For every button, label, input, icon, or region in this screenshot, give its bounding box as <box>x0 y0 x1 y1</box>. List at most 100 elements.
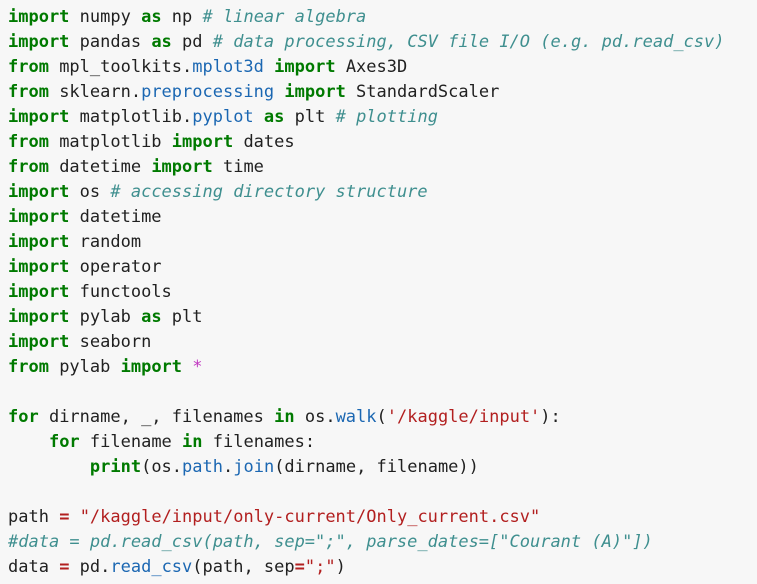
operator-token: = <box>294 557 305 577</box>
code-line: path = "/kaggle/input/only-current/Only_… <box>8 505 757 530</box>
code-line: import random <box>8 230 757 255</box>
attribute-token: path <box>182 457 223 477</box>
code-text: . <box>222 457 234 477</box>
keyword-token: import <box>8 207 70 227</box>
keyword-token: as <box>263 107 285 127</box>
keyword-token: in <box>274 407 295 427</box>
keyword-token: import <box>8 232 70 252</box>
code-text: ): <box>540 407 561 427</box>
keyword-token: in <box>182 432 203 452</box>
code-line: for dirname, _, filenames in os.walk('/k… <box>8 405 757 430</box>
keyword-token: from <box>8 132 49 152</box>
attribute-token: walk <box>335 407 377 427</box>
code-text <box>8 432 49 452</box>
comment-token: # plotting <box>335 107 438 127</box>
code-line: from matplotlib import dates <box>8 130 757 155</box>
code-text: StandardScaler <box>345 82 500 102</box>
code-line: data = pd.read_csv(path, sep=";") <box>8 555 757 580</box>
code-line: import datetime <box>8 205 757 230</box>
code-line: import seaborn <box>8 330 757 355</box>
comment-token: # data processing, CSV file I/O (e.g. pd… <box>212 32 725 52</box>
code-text: pandas <box>69 32 152 52</box>
code-text: pylab <box>69 307 142 327</box>
code-text: time <box>212 157 264 177</box>
keyword-token: import <box>8 7 70 27</box>
keyword-token: as <box>151 32 172 52</box>
code-text: Axes3D <box>335 57 408 77</box>
keyword-token: as <box>141 7 162 27</box>
keyword-token: import <box>8 32 70 52</box>
code-text: datetime <box>69 207 162 227</box>
operator-token: = <box>59 507 70 527</box>
code-text: filename <box>79 432 183 452</box>
keyword-token: import <box>284 82 346 102</box>
keyword-token: import <box>8 282 70 302</box>
code-text: ( <box>376 407 387 427</box>
comment-token: # accessing directory structure <box>110 182 428 202</box>
keyword-token: import <box>8 182 70 202</box>
keyword-token: for <box>48 432 80 452</box>
code-line: from mpl_toolkits.mplot3d import Axes3D <box>8 55 757 80</box>
code-line: import operator <box>8 255 757 280</box>
comment-token: # linear algebra <box>202 7 367 27</box>
code-text: operator <box>69 257 162 277</box>
code-line: #data = pd.read_csv(path, sep=";", parse… <box>8 530 757 555</box>
code-text: dates <box>233 132 295 152</box>
code-line: import functools <box>8 280 757 305</box>
code-text: sklearn. <box>48 82 142 102</box>
keyword-token: import <box>171 132 234 152</box>
keyword-token: import <box>151 157 213 177</box>
code-text: pylab <box>48 357 121 377</box>
attribute-token: mplot3d <box>192 57 264 77</box>
keyword-token: from <box>8 57 49 77</box>
code-text: os. <box>294 407 336 427</box>
code-line: from pylab import * <box>8 355 757 380</box>
code-text: pd. <box>69 557 111 577</box>
comment-token: #data = pd.read_csv(path, sep=";", parse… <box>8 532 653 552</box>
keyword-token: from <box>8 82 49 102</box>
code-text: pd <box>171 32 213 52</box>
code-text <box>264 57 274 77</box>
code-line: import matplotlib.pyplot as plt # plotti… <box>8 105 757 130</box>
code-text: plt <box>284 107 336 127</box>
code-text <box>274 82 284 102</box>
code-line: from sklearn.preprocessing import Standa… <box>8 80 757 105</box>
code-text: os <box>69 182 111 202</box>
string-token: '/kaggle/input' <box>386 407 541 427</box>
code-text: matplotlib. <box>69 107 193 127</box>
code-text: matplotlib <box>48 132 172 152</box>
code-text <box>69 507 79 527</box>
attribute-token: preprocessing <box>141 82 275 102</box>
code-text: numpy <box>69 7 142 27</box>
code-text <box>254 107 264 127</box>
string-token: ";" <box>304 557 336 577</box>
code-text: (path, sep <box>192 557 295 577</box>
code-line <box>8 380 757 405</box>
code-line: print(os.path.join(dirname, filename)) <box>8 455 757 480</box>
code-text: functools <box>69 282 172 302</box>
code-line <box>8 480 757 505</box>
code-text: ) <box>335 557 346 577</box>
attribute-token: pyplot <box>192 107 254 127</box>
operator-token: * <box>192 357 203 377</box>
code-text: dirname, _, filenames <box>38 407 275 427</box>
keyword-token: import <box>274 57 336 77</box>
code-text: random <box>69 232 142 252</box>
keyword-token: import <box>8 107 70 127</box>
code-text: data <box>8 557 60 577</box>
code-line: import numpy as np # linear algebra <box>8 5 757 30</box>
code-text <box>8 457 90 477</box>
attribute-token: read_csv <box>110 557 193 577</box>
code-text: seaborn <box>69 332 152 352</box>
code-text: (os. <box>141 457 183 477</box>
code-text: mpl_toolkits. <box>48 57 193 77</box>
keyword-token: from <box>8 357 49 377</box>
code-text <box>182 357 192 377</box>
code-text: plt <box>161 307 203 327</box>
keyword-token: for <box>8 407 39 427</box>
keyword-token: import <box>8 307 70 327</box>
code-text: np <box>161 7 203 27</box>
keyword-token: import <box>120 357 183 377</box>
